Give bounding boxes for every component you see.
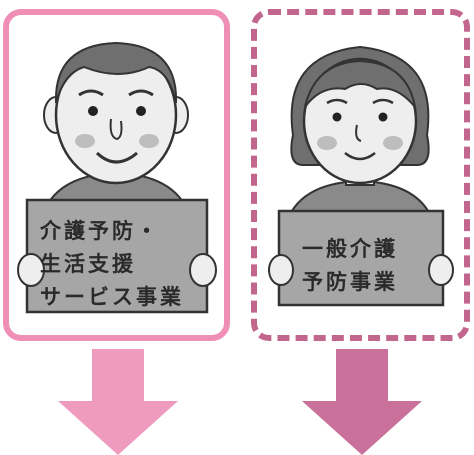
- sign-left-text: 介護予防・ 生活支援 サービス事業: [40, 215, 184, 314]
- right-panel: 一般介護 予防事業: [251, 9, 470, 341]
- man-illustration: [17, 41, 217, 314]
- sign-line: 介護予防・: [40, 219, 160, 243]
- sign-line: 予防事業: [302, 270, 398, 294]
- down-arrow-icon: [302, 349, 422, 455]
- sign-line: 生活支援: [40, 252, 136, 276]
- sign-right-text: 一般介護 予防事業: [302, 233, 398, 299]
- sign-line: 一般介護: [302, 237, 398, 261]
- left-panel: 介護予防・ 生活支援 サービス事業: [3, 9, 230, 341]
- down-arrow-icon: [58, 349, 178, 455]
- sign-line: サービス事業: [40, 285, 184, 309]
- woman-illustration: [268, 45, 454, 307]
